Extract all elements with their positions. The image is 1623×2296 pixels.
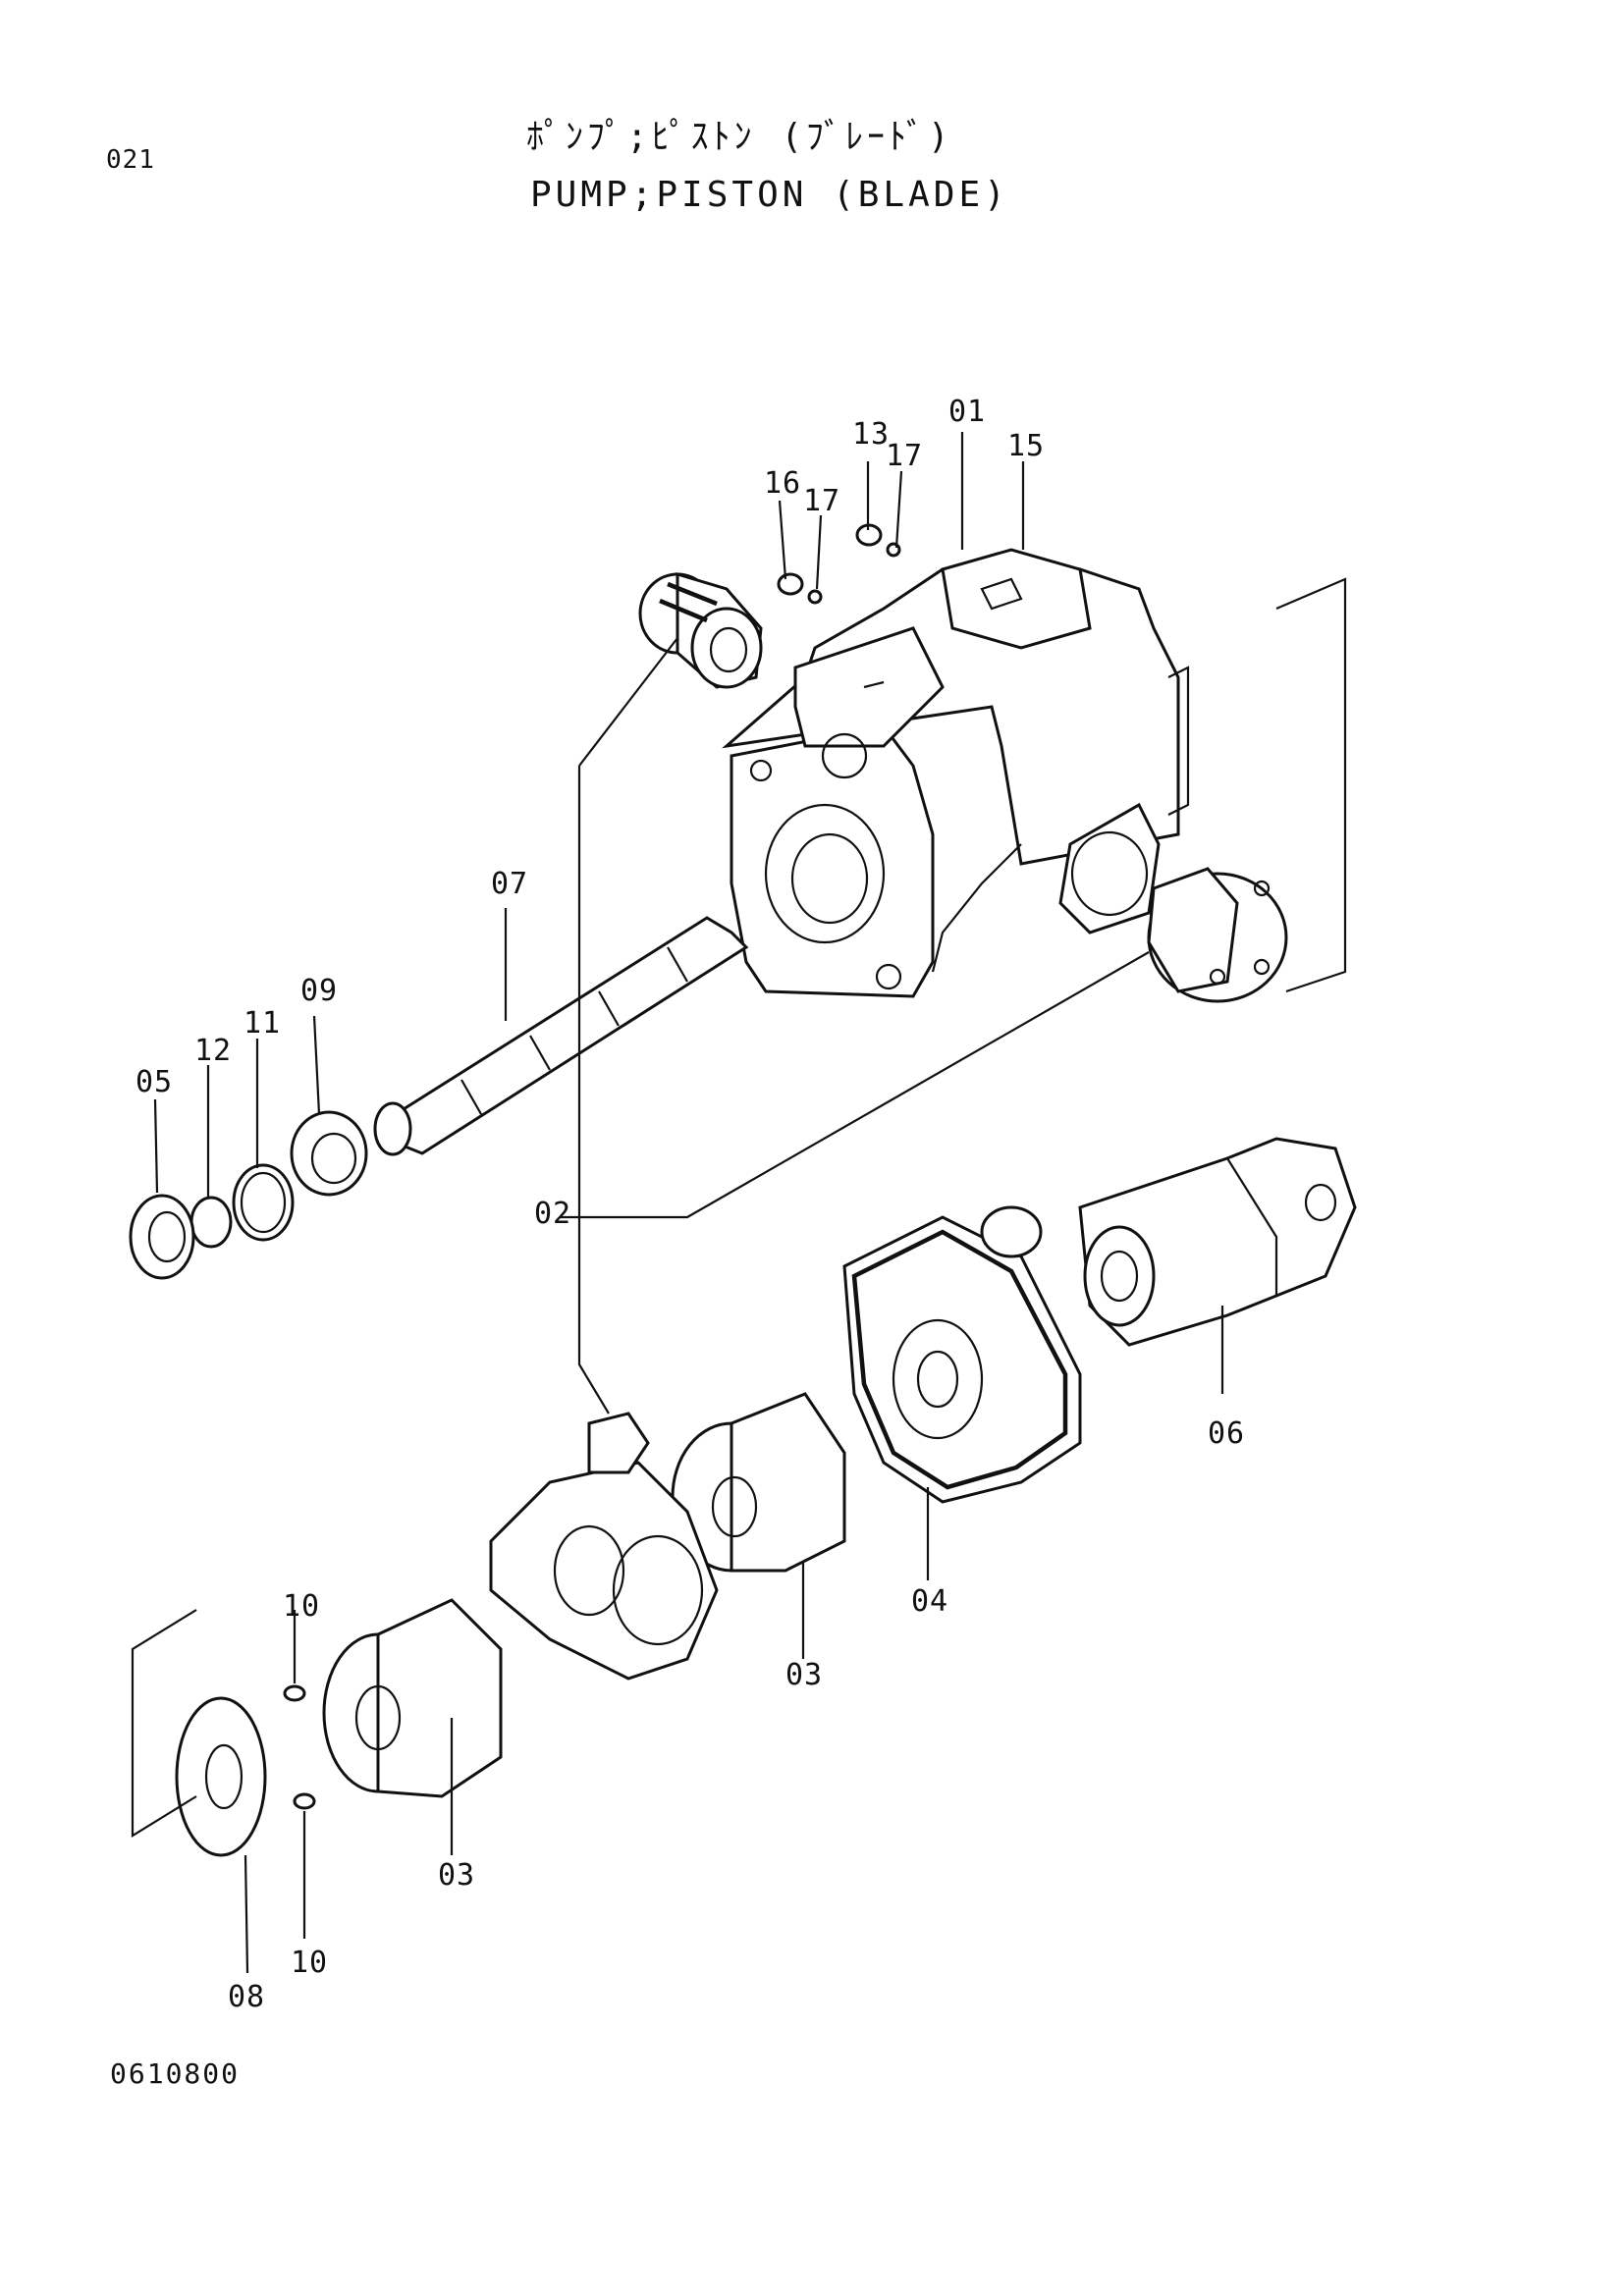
callout-08: 08	[228, 1980, 266, 2014]
cylinder-block-drawing	[671, 1392, 846, 1573]
callout-17-right: 17	[886, 439, 924, 473]
title-english: PUMP;PISTON (BLADE)	[530, 175, 1009, 215]
callout-12: 12	[194, 1034, 233, 1068]
callout-04: 04	[911, 1584, 949, 1619]
callout-03-lower: 03	[438, 1858, 476, 1893]
valve-plate-drawing	[175, 1696, 267, 1857]
rotor-drawing	[322, 1598, 503, 1798]
callout-01: 01	[948, 395, 987, 429]
title-japanese: ﾎﾟﾝﾌﾟ;ﾋﾟｽﾄﾝ (ﾌﾞﾚｰﾄﾞ)	[526, 117, 953, 157]
callout-13: 13	[852, 417, 891, 452]
bearing-drawing	[290, 1110, 368, 1197]
callout-02: 02	[534, 1197, 572, 1231]
callout-10-upper: 10	[283, 1589, 321, 1624]
callout-10-lower: 10	[291, 1946, 329, 1980]
plugs-drawing	[777, 523, 901, 605]
side-cover-drawing	[1147, 867, 1288, 1003]
drive-shaft-drawing	[373, 916, 749, 1156]
page-number: 021	[106, 145, 155, 175]
callout-07: 07	[491, 867, 529, 901]
callout-09: 09	[300, 974, 339, 1008]
valve-plate-cover-drawing	[842, 1205, 1082, 1504]
leader-lines	[131, 432, 1347, 1974]
pump-housing-drawing	[722, 548, 1190, 998]
callout-16: 16	[764, 466, 802, 501]
callout-05: 05	[135, 1065, 174, 1099]
callout-17-left: 17	[803, 484, 841, 518]
pins-drawing	[283, 1684, 316, 1810]
callout-03: 03	[785, 1658, 824, 1692]
gear-pump-drawing	[1078, 1137, 1357, 1347]
document-code: 0610800	[110, 2057, 241, 2090]
callout-15: 15	[1007, 429, 1046, 463]
callout-11: 11	[243, 1006, 282, 1041]
swash-plate-drawing	[489, 1412, 719, 1681]
callout-06: 06	[1208, 1416, 1246, 1451]
port-sleeve-drawing	[638, 571, 763, 689]
snap-rings-drawing	[129, 1163, 295, 1280]
